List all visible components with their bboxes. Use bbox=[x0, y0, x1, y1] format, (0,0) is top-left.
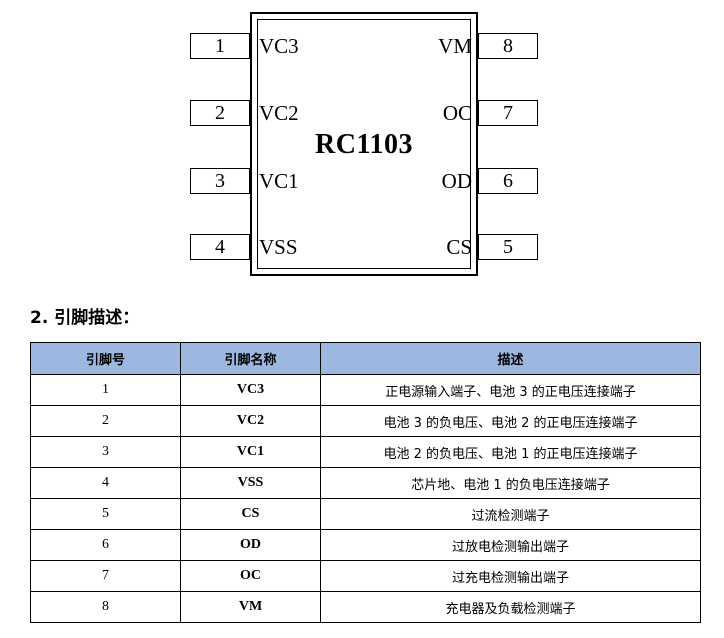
table-row: 3 VC1 电池 2 的负电压、电池 1 的正电压连接端子 bbox=[30, 436, 701, 468]
table-row: 7 OC 过充电检测输出端子 bbox=[30, 560, 701, 592]
pin-name-cell: VSS bbox=[180, 467, 321, 499]
pin-number-cell: 8 bbox=[30, 591, 181, 623]
pin-number-cell: 6 bbox=[30, 529, 181, 561]
pin-1-label: VC3 bbox=[259, 34, 299, 58]
header-description: 描述 bbox=[320, 342, 701, 375]
pin-description-cell: 过充电检测输出端子 bbox=[320, 560, 701, 592]
chip-name: RC1103 bbox=[315, 129, 413, 160]
pin-5-label: CS bbox=[446, 235, 472, 259]
pin-name-cell: OD bbox=[180, 529, 321, 561]
pin-8-label: VM bbox=[438, 34, 472, 58]
pin-number-cell: 1 bbox=[30, 374, 181, 406]
table-header-row: 引脚号 引脚名称 描述 bbox=[30, 342, 701, 375]
ic-body: RC1103 bbox=[250, 12, 478, 276]
table-row: 2 VC2 电池 3 的负电压、电池 2 的正电压连接端子 bbox=[30, 405, 701, 437]
pin-description-cell: 过流检测端子 bbox=[320, 498, 701, 530]
pin-3-number: 3 bbox=[190, 168, 250, 194]
ic-body-inner-border bbox=[257, 19, 471, 269]
pin-description-cell: 电池 3 的负电压、电池 2 的正电压连接端子 bbox=[320, 405, 701, 437]
pin-number-cell: 7 bbox=[30, 560, 181, 592]
table-row: 6 OD 过放电检测输出端子 bbox=[30, 529, 701, 561]
pin-7-label: OC bbox=[442, 101, 472, 125]
pin-4-label: VSS bbox=[259, 235, 298, 259]
pin-description-cell: 正电源输入端子、电池 3 的正电压连接端子 bbox=[320, 374, 701, 406]
pin-number-cell: 3 bbox=[30, 436, 181, 468]
pin-name-cell: VC2 bbox=[180, 405, 321, 437]
pin-name-cell: VC3 bbox=[180, 374, 321, 406]
pin-1-number: 1 bbox=[190, 33, 250, 59]
pin-2-label: VC2 bbox=[259, 101, 299, 125]
pin-6-label: OD bbox=[441, 169, 472, 193]
table-row: 1 VC3 正电源输入端子、电池 3 的正电压连接端子 bbox=[30, 374, 701, 406]
pin-description-cell: 过放电检测输出端子 bbox=[320, 529, 701, 561]
pin-8-number: 8 bbox=[478, 33, 538, 59]
table-row: 4 VSS 芯片地、电池 1 的负电压连接端子 bbox=[30, 467, 701, 499]
pin-name-cell: VC1 bbox=[180, 436, 321, 468]
pin-description-cell: 充电器及负载检测端子 bbox=[320, 591, 701, 623]
section-title: 2. 引脚描述： bbox=[30, 308, 140, 328]
table-row: 5 CS 过流检测端子 bbox=[30, 498, 701, 530]
header-pin-number: 引脚号 bbox=[30, 342, 181, 375]
pin-number-cell: 4 bbox=[30, 467, 181, 499]
header-pin-name: 引脚名称 bbox=[180, 342, 321, 375]
pin-5-number: 5 bbox=[478, 234, 538, 260]
pin-name-cell: OC bbox=[180, 560, 321, 592]
pin-7-number: 7 bbox=[478, 100, 538, 126]
pin-2-number: 2 bbox=[190, 100, 250, 126]
pin-description-cell: 电池 2 的负电压、电池 1 的正电压连接端子 bbox=[320, 436, 701, 468]
pin-6-number: 6 bbox=[478, 168, 538, 194]
table-row: 8 VM 充电器及负载检测端子 bbox=[30, 591, 701, 623]
pin-name-cell: CS bbox=[180, 498, 321, 530]
pin-description-cell: 芯片地、电池 1 的负电压连接端子 bbox=[320, 467, 701, 499]
pin-4-number: 4 bbox=[190, 234, 250, 260]
pin-number-cell: 2 bbox=[30, 405, 181, 437]
pin-3-label: VC1 bbox=[259, 169, 299, 193]
pin-description-table: 引脚号 引脚名称 描述 1 VC3 正电源输入端子、电池 3 的正电压连接端子 … bbox=[30, 342, 701, 623]
pin-name-cell: VM bbox=[180, 591, 321, 623]
pin-number-cell: 5 bbox=[30, 498, 181, 530]
